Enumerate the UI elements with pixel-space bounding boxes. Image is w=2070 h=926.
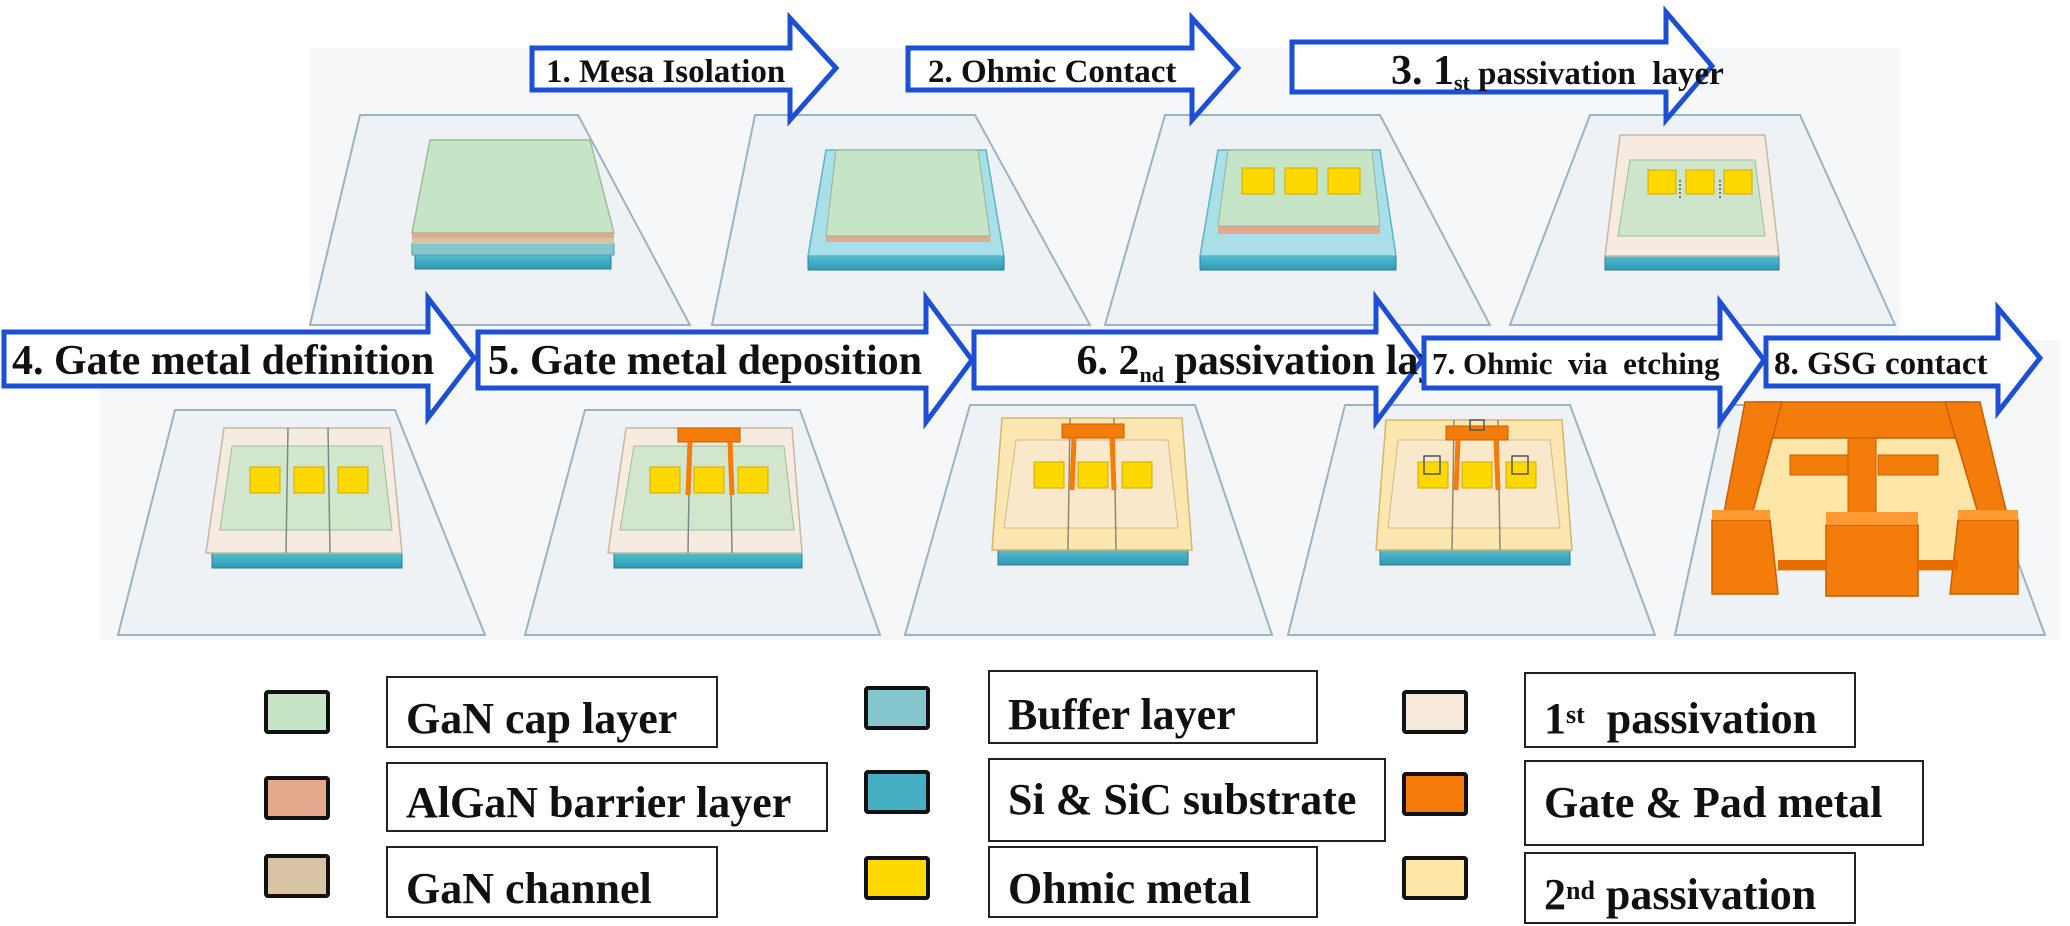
legend-swatch-1st-passivation	[1402, 690, 1468, 734]
step-label-3-prefix: 3. 1	[1391, 48, 1454, 94]
legend-label-gan-channel: GaN channel	[386, 846, 718, 918]
step-label-6-prefix: 6. 2	[1077, 338, 1140, 384]
legend-swatch-ohmic-metal	[864, 856, 930, 900]
device-step-3	[1199, 149, 1397, 271]
device-step-6	[991, 417, 1193, 566]
legend-swatch-substrate	[864, 770, 930, 814]
legend-swatch-gan-channel	[264, 854, 330, 898]
legend-label-ohmic-metal: Ohmic metal	[988, 846, 1318, 918]
step-arrow-7: 7. Ohmic via etching	[1421, 294, 1768, 430]
step-arrow-2: 2. Ohmic Contact	[905, 11, 1242, 127]
step-label-3: 3. 1st passivation layer	[1310, 48, 1787, 95]
legend-label-algan-barrier: AlGaN barrier layer	[386, 762, 828, 832]
legend-label-substrate: Si & SiC substrate	[988, 758, 1386, 842]
device-step-5	[607, 427, 803, 569]
legend-swatch-algan-barrier	[264, 776, 330, 820]
step-arrow-8: 8. GSG contact	[1763, 301, 2044, 420]
step-label-8: 8. GSG contact	[1774, 346, 1988, 382]
device-step-7	[1375, 419, 1573, 566]
legend-swatch-gan-cap	[264, 690, 330, 734]
step-label-1: 1. Mesa Isolation	[546, 54, 785, 90]
step-label-3-sub: st	[1454, 70, 1471, 95]
step-arrow-1: 1. Mesa Isolation	[529, 11, 840, 127]
device-step-4	[205, 427, 403, 569]
device-step-top-4	[1604, 134, 1780, 271]
step-arrow-3: 3. 1st passivation layer	[1289, 5, 1787, 127]
step-arrow-5: 5. Gate metal deposition	[475, 290, 976, 430]
step-label-4: 4. Gate metal definition	[12, 338, 434, 384]
device-step-8	[1710, 401, 2019, 597]
step-label-3-suffix: passivation layer	[1470, 56, 1724, 92]
step-arrow-4: 4. Gate metal definition	[1, 290, 478, 426]
legend-label-gate-pad-metal: Gate & Pad metal	[1524, 760, 1924, 846]
step-label-5: 5. Gate metal deposition	[488, 338, 922, 384]
step-label-2: 2. Ohmic Contact	[928, 54, 1176, 90]
step-label-7: 7. Ohmic via etching	[1432, 346, 1720, 381]
device-step-1	[411, 139, 615, 270]
legend-label-gan-cap: GaN cap layer	[386, 676, 718, 748]
device-step-2	[807, 149, 1005, 271]
legend-label-buffer: Buffer layer	[988, 670, 1318, 744]
step-label-6-sub: nd	[1140, 362, 1164, 387]
legend-swatch-2nd-passivation	[1402, 856, 1468, 900]
legend-swatch-buffer	[864, 686, 930, 730]
legend-swatch-gate-pad-metal	[1402, 772, 1468, 816]
